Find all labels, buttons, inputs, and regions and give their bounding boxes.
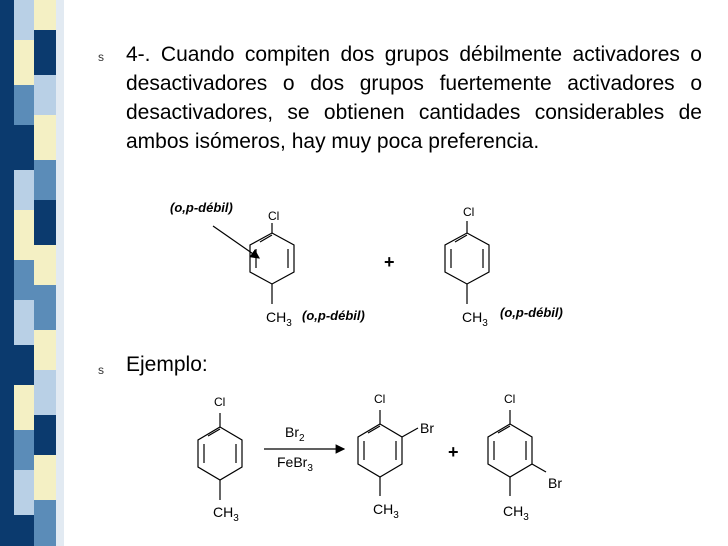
substituent-cl: Cl	[463, 205, 474, 219]
bullet-point-1-text: 4-. Cuando compiten dos grupos débilment…	[126, 43, 702, 153]
substituent-br: Br	[420, 420, 434, 436]
substituent-ch3: CH3	[266, 309, 292, 329]
group-label: (o,p-débil)	[500, 305, 563, 320]
substituent-ch3: CH3	[503, 503, 529, 523]
arrow-label: (o,p-débil)	[170, 200, 233, 215]
substituent-cl: Cl	[214, 395, 225, 409]
product-1-molecule: Cl Br CH3	[357, 392, 434, 521]
substituent-cl: Cl	[268, 209, 279, 223]
reactant-molecule: Cl CH3	[197, 395, 243, 524]
bullet-marker: s	[98, 363, 104, 377]
substituent-ch3: CH3	[213, 504, 239, 524]
pointer-arrow	[212, 225, 260, 259]
reagent-febr3: FeBr3	[277, 454, 313, 474]
molecule-chlorotoluene-left: Cl CH3 (o,p-débil)	[249, 209, 365, 329]
product-2-molecule: Cl Br CH3	[487, 392, 562, 523]
group-label: (o,p-débil)	[302, 308, 365, 323]
plus-sign: +	[448, 442, 459, 462]
substituent-cl: Cl	[374, 392, 385, 406]
figure-1-isomers: (o,p-débil) Cl CH3 (o,p-débil) + Cl	[170, 200, 563, 329]
plus-sign: +	[384, 252, 395, 272]
figure-2-bromination: Cl CH3 Br2 FeBr3 Cl Br	[197, 392, 562, 524]
reagent-br2: Br2	[285, 424, 305, 444]
substituent-ch3: CH3	[373, 501, 399, 521]
bullet-point-2-text: Ejemplo:	[126, 353, 208, 376]
molecule-chlorotoluene-right: Cl CH3 (o,p-débil)	[444, 205, 563, 329]
decorative-stripe	[0, 0, 64, 546]
bullet-marker: s	[98, 50, 104, 64]
substituent-cl: Cl	[504, 392, 515, 406]
substituent-ch3: CH3	[462, 309, 488, 329]
substituent-br: Br	[548, 475, 562, 491]
